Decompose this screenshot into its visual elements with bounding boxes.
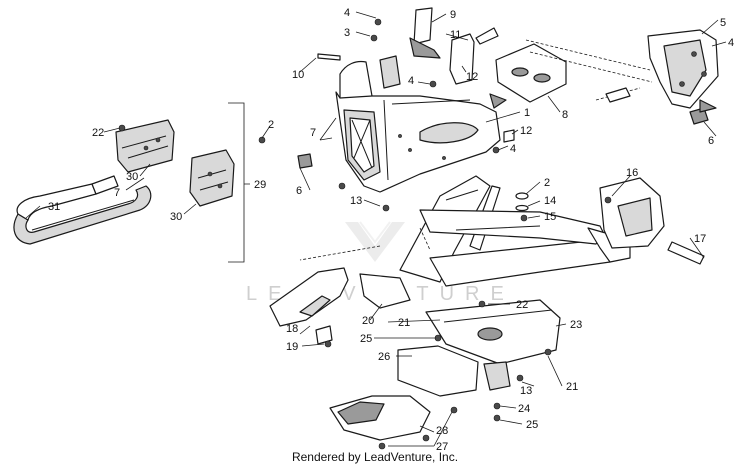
callout-25: 25 [360, 333, 372, 345]
callout-6: 6 [296, 185, 302, 197]
nose-assembly [335, 7, 567, 193]
callout-28: 28 [436, 425, 448, 437]
callout-2: 2 [268, 119, 274, 131]
watermark-logo [345, 221, 405, 262]
callout-12: 12 [466, 71, 478, 83]
callout-26: 26 [378, 351, 390, 363]
callout-5: 5 [720, 17, 726, 29]
callout-1: 1 [524, 107, 530, 119]
callout-18: 18 [286, 323, 298, 335]
callout-16: 16 [626, 167, 638, 179]
callout-9: 9 [450, 9, 456, 21]
callout-31: 31 [48, 201, 60, 213]
frame-assembly [269, 175, 665, 441]
callout-4: 4 [408, 75, 414, 87]
callout-25: 25 [526, 419, 538, 431]
callout-17: 17 [694, 233, 706, 245]
callout-7: 7 [114, 187, 120, 199]
callout-8: 8 [562, 109, 568, 121]
callout-numbers: 4 3 10 4 9 11 12 1 8 12 4 5 4 6 2 7 22 3… [48, 7, 734, 453]
callout-29: 29 [254, 179, 266, 191]
callout-22: 22 [92, 127, 104, 139]
callout-7: 7 [310, 127, 316, 139]
callout-12: 12 [520, 125, 532, 137]
callout-11: 11 [450, 29, 461, 41]
callout-30: 30 [170, 211, 182, 223]
callout-13: 13 [350, 195, 362, 207]
callout-13: 13 [520, 385, 532, 397]
leader-lines [25, 11, 727, 447]
callout-22: 22 [516, 299, 528, 311]
group-bracket-29 [228, 102, 250, 263]
callout-21: 21 [398, 317, 410, 329]
callout-23: 23 [570, 319, 582, 331]
callout-24: 24 [518, 403, 530, 415]
callout-27: 27 [436, 441, 448, 453]
callout-4: 4 [728, 37, 734, 49]
callout-10: 10 [292, 69, 304, 81]
callout-4: 4 [344, 7, 350, 19]
footer-credit: Rendered by LeadVenture, Inc. [291, 450, 459, 464]
callout-14: 14 [544, 195, 556, 207]
callout-30: 30 [126, 171, 138, 183]
callout-6: 6 [708, 135, 714, 147]
callout-2: 2 [544, 177, 550, 189]
callout-21: 21 [566, 381, 578, 393]
callout-3: 3 [344, 27, 350, 39]
side-bracket-assembly [525, 29, 719, 125]
bumper-assembly [13, 119, 235, 245]
callout-19: 19 [286, 341, 298, 353]
callout-4: 4 [510, 143, 516, 155]
callout-15: 15 [544, 211, 556, 223]
callout-20: 20 [362, 315, 374, 327]
